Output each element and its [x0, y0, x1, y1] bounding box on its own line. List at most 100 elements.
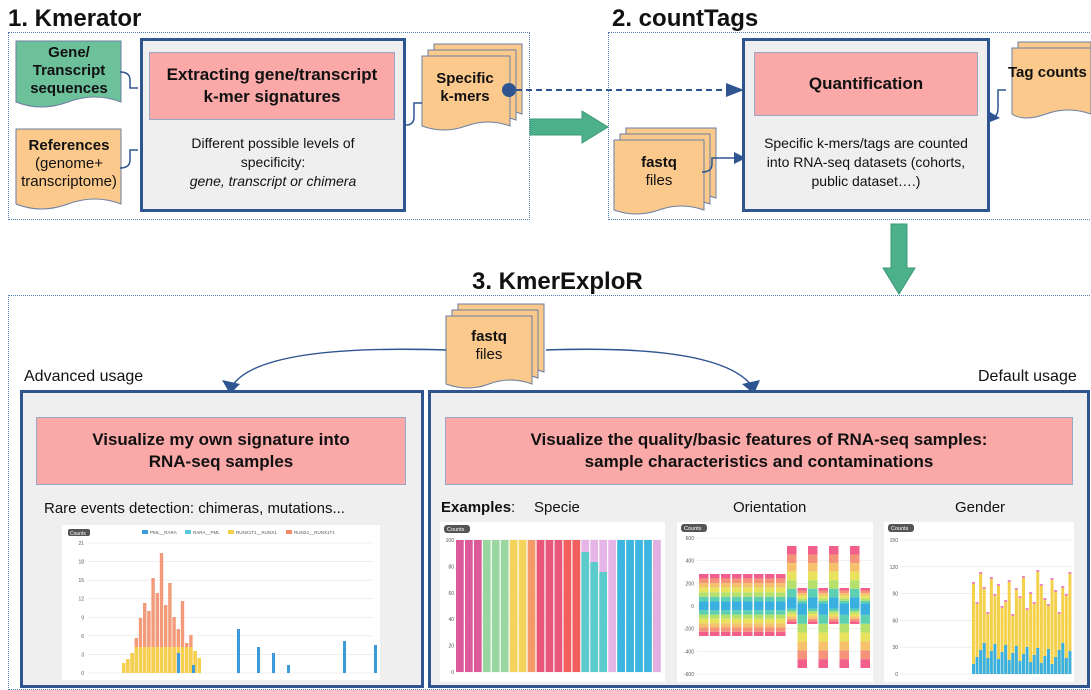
kmerator-description: Different possible levels of specificity… — [189, 135, 357, 189]
gender-bar — [1068, 574, 1072, 674]
gender-bar — [1039, 586, 1043, 674]
orientation-seg — [797, 659, 807, 668]
gender-bar-base — [997, 659, 1000, 674]
orientation-seg — [787, 571, 797, 581]
orientation-seg — [732, 578, 742, 584]
orientation-seg — [860, 588, 870, 591]
orientation-seg — [829, 580, 839, 589]
y-tick-label: 20 — [448, 644, 454, 650]
chimera-bar-base — [126, 659, 130, 673]
orientation-seg — [743, 631, 753, 636]
orientation-seg — [839, 659, 849, 668]
orientation-seg — [710, 631, 720, 636]
orientation-seg — [732, 618, 742, 624]
orientation-seg — [839, 606, 849, 615]
gender-bar-base — [1029, 662, 1033, 674]
orientation-seg — [829, 571, 839, 581]
orientation-seg — [829, 597, 839, 606]
orientation-seg — [797, 641, 807, 651]
orientation-seg — [808, 597, 818, 606]
orientation-seg — [850, 580, 860, 589]
chimera-bar-base — [147, 647, 151, 673]
quantification-output-connector — [989, 89, 1006, 122]
gender-bar-top — [1025, 608, 1029, 610]
orientation-seg — [721, 614, 731, 619]
orientation-seg — [860, 590, 870, 594]
orientation-seg — [721, 623, 731, 628]
y-tick-label: 30 — [892, 645, 898, 651]
orientation-seg — [829, 606, 839, 609]
chimera-bar — [151, 578, 155, 673]
orientation-seg — [860, 593, 870, 596]
chimera-bar-base — [134, 647, 138, 673]
orientation-seg — [818, 600, 828, 604]
gender-bar-base — [1054, 657, 1058, 674]
orientation-seg — [721, 631, 731, 636]
specific-kmers-label: Specific k-mers — [436, 70, 494, 105]
fastq-doc-section2 — [613, 127, 717, 215]
orientation-seg — [797, 623, 807, 633]
orientation-seg — [797, 593, 807, 596]
gender-bar-top — [989, 577, 993, 579]
orientation-seg — [818, 606, 828, 615]
orientation-seg — [732, 574, 742, 579]
orientation-seg — [839, 614, 849, 624]
gender-bar-top — [1014, 588, 1018, 590]
orientation-seg — [839, 650, 849, 660]
example-specie-label: Specie — [534, 499, 580, 516]
gender-bar-top — [979, 572, 983, 574]
counts-badge — [68, 529, 90, 536]
y-tick-label: 6 — [81, 634, 84, 640]
y-tick-label: -600 — [684, 672, 694, 678]
specie-bar — [509, 540, 518, 672]
orientation-seg — [787, 597, 797, 606]
gender-bar-base — [979, 650, 983, 674]
orientation-seg — [776, 596, 786, 602]
orientation-seg — [839, 593, 849, 596]
gender-bar — [1043, 600, 1047, 674]
gender-bar-top — [1064, 594, 1068, 596]
orientation-seg — [710, 618, 720, 624]
orientation-seg — [829, 554, 839, 564]
orientation-seg — [860, 614, 870, 624]
gender-bar — [1000, 608, 1004, 674]
orientation-seg — [839, 600, 849, 604]
orientation-seg — [699, 574, 709, 579]
orientation-seg — [765, 578, 775, 584]
orientation-seg — [808, 611, 818, 614]
gender-bar-base — [1061, 643, 1065, 674]
orientation-seg — [818, 593, 828, 596]
orientation-seg — [721, 601, 731, 606]
green-arrow-right — [529, 110, 609, 144]
orientation-seg — [808, 580, 818, 589]
example-gender-label: Gender — [955, 499, 1006, 516]
fastq-to-quantification-connector — [701, 152, 746, 173]
examples-label: Examples: — [441, 499, 516, 516]
gender-bar — [1022, 578, 1025, 674]
specie-bar — [554, 540, 563, 672]
specie-bar — [617, 540, 625, 672]
gender-bar — [1061, 588, 1065, 674]
y-tick-label: 120 — [890, 565, 899, 571]
gender-bar — [997, 586, 1000, 674]
orientation-seg — [787, 554, 797, 564]
orientation-seg — [818, 623, 828, 633]
orientation-seg — [699, 631, 709, 636]
chimera-bar-base — [164, 647, 168, 673]
gender-bar-top — [1032, 602, 1036, 604]
orientation-seg — [808, 613, 818, 617]
orientation-seg — [808, 608, 818, 612]
gender-bar-top — [972, 582, 975, 584]
gender-bar-top — [1050, 578, 1054, 580]
quantification-description: Specific k-mers/tags are counted into RN… — [764, 135, 968, 189]
specie-bar — [491, 540, 500, 672]
orientation-seg — [787, 621, 797, 624]
y-tick-label: 80 — [448, 564, 454, 570]
chimera-bar-base — [193, 651, 197, 673]
specific-kmers-doc — [421, 43, 523, 131]
orientation-seg — [808, 563, 818, 572]
